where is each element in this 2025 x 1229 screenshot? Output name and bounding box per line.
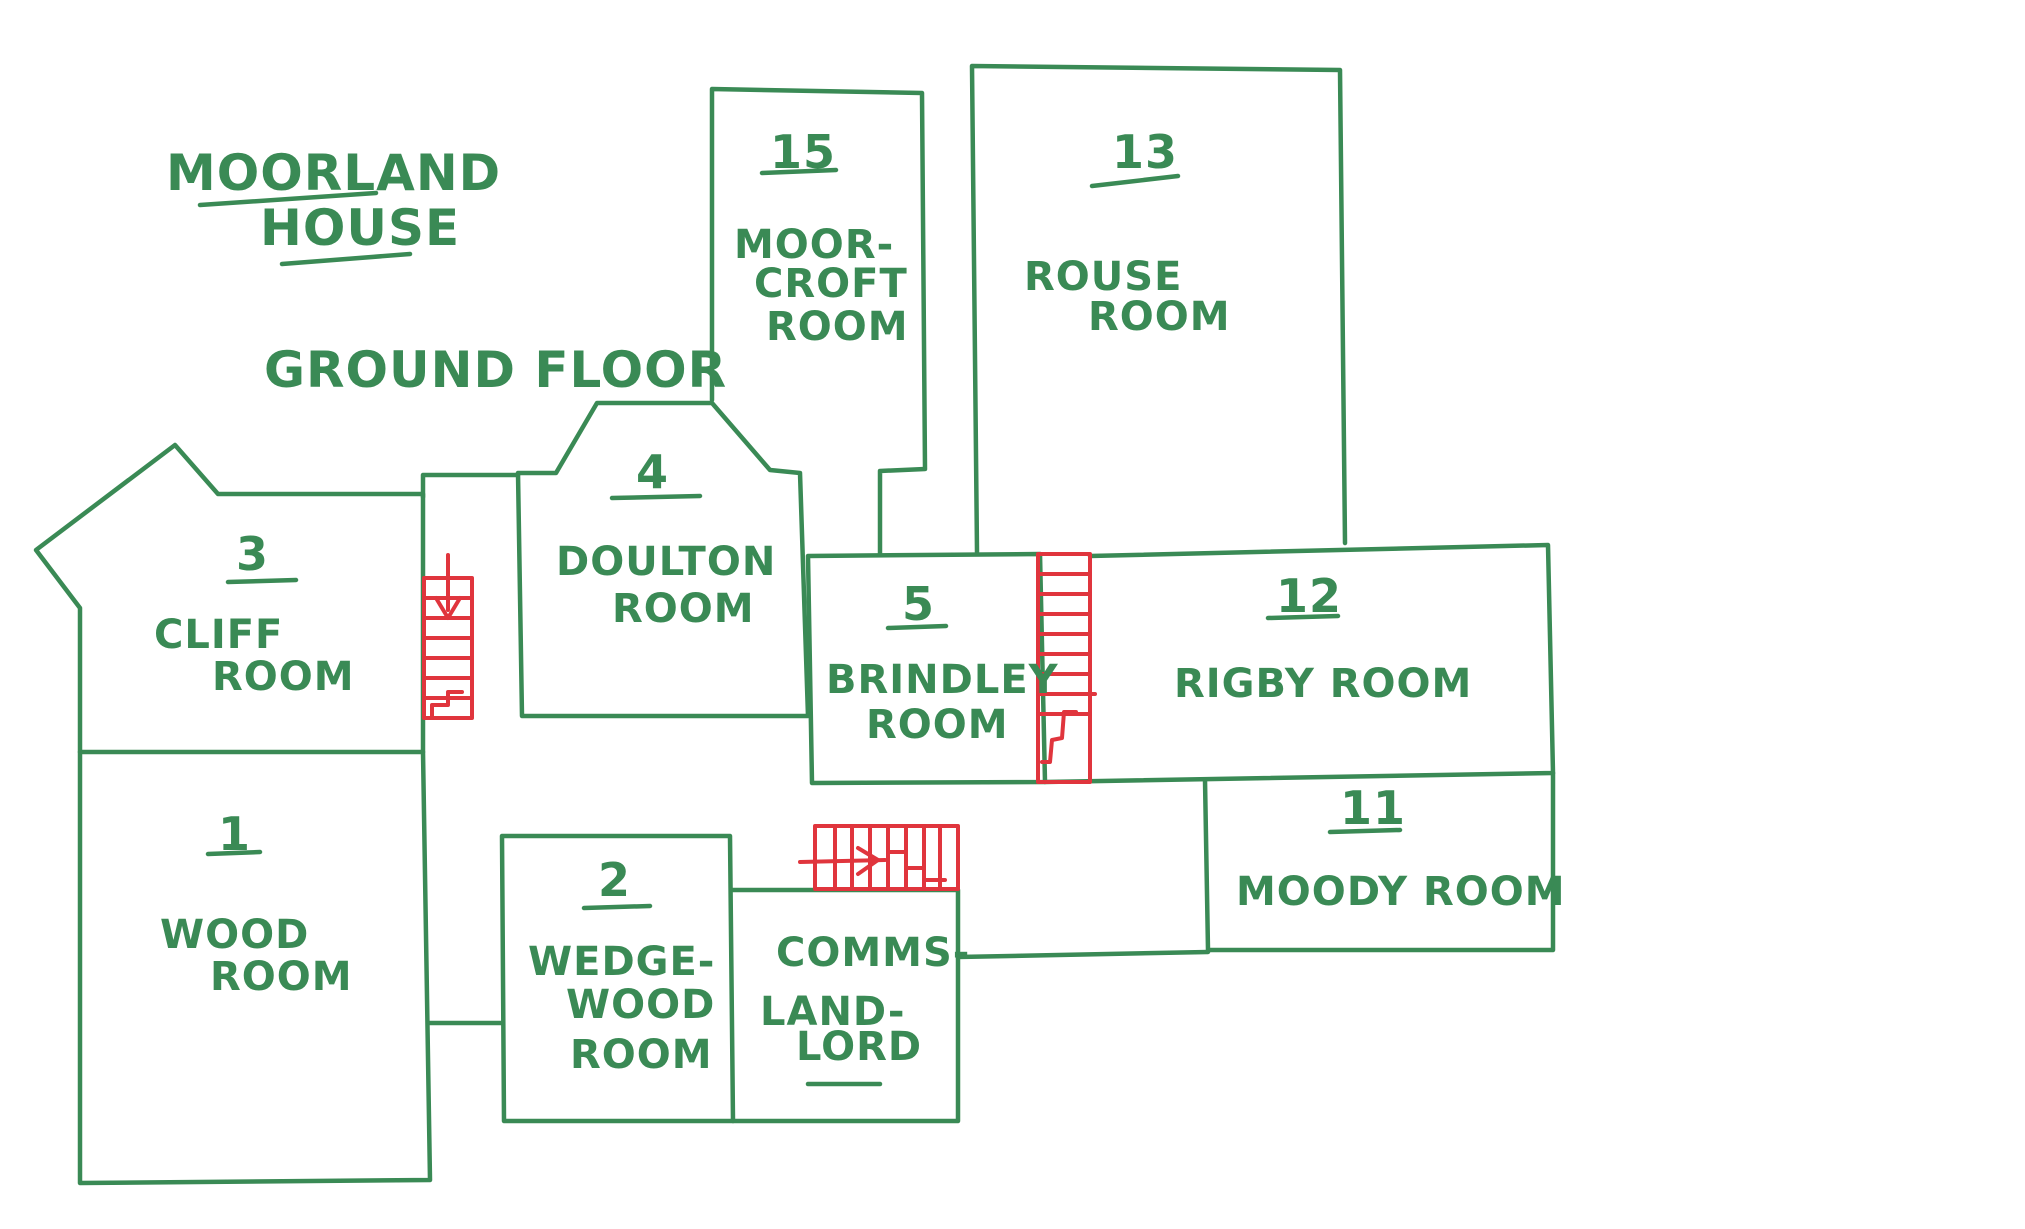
staircase-south bbox=[798, 824, 960, 891]
svg-text:ROOM: ROOM bbox=[612, 586, 755, 632]
svg-text:WOOD: WOOD bbox=[566, 982, 715, 1028]
svg-text:11: 11 bbox=[1340, 781, 1406, 835]
svg-text:13: 13 bbox=[1112, 125, 1178, 179]
room-13-label: 13 ROUSE ROOM bbox=[1024, 125, 1231, 340]
svg-text:3: 3 bbox=[236, 527, 269, 581]
title-line-1: MOORLAND bbox=[166, 144, 501, 202]
svg-text:ROOM: ROOM bbox=[212, 654, 355, 700]
svg-text:LAND-: LAND- bbox=[760, 989, 905, 1035]
staircase-central bbox=[1036, 552, 1097, 784]
svg-text:ROOM: ROOM bbox=[570, 1032, 713, 1078]
room-3-label: 3 CLIFF ROOM bbox=[154, 527, 355, 700]
svg-text:CLIFF: CLIFF bbox=[154, 612, 283, 658]
room-4-label: 4 DOULTON ROOM bbox=[556, 445, 776, 632]
svg-text:ROOM: ROOM bbox=[766, 304, 909, 350]
wall-room-3 bbox=[33, 442, 426, 755]
room-5-label: 5 BRINDLEY ROOM bbox=[826, 577, 1059, 748]
title-underline-1 bbox=[197, 190, 379, 208]
svg-text:WOOD: WOOD bbox=[160, 912, 309, 958]
wall-room-1 bbox=[77, 749, 433, 1186]
svg-text:LORD: LORD bbox=[796, 1024, 922, 1070]
svg-text:DOULTON: DOULTON bbox=[556, 539, 776, 585]
wall-corridor-east bbox=[955, 949, 1211, 960]
svg-text:4: 4 bbox=[636, 445, 669, 499]
svg-text:ROOM: ROOM bbox=[1088, 294, 1231, 340]
room-12-label: 12 RIGBY ROOM bbox=[1174, 569, 1472, 707]
title-underline-2 bbox=[279, 251, 413, 267]
walls bbox=[33, 63, 1556, 1186]
title-line-2: HOUSE bbox=[260, 199, 460, 257]
svg-text:MOODY ROOM: MOODY ROOM bbox=[1236, 869, 1566, 915]
svg-text:MOOR-: MOOR- bbox=[734, 222, 894, 268]
commslandlord-label: COMMS- LAND- LORD bbox=[760, 930, 970, 1087]
svg-text:CROFT: CROFT bbox=[754, 261, 908, 307]
wall-room-4 bbox=[515, 400, 811, 719]
room-15-label: 15 MOOR- CROFT ROOM bbox=[734, 125, 909, 350]
wall-room-15 bbox=[709, 86, 928, 556]
svg-text:2: 2 bbox=[598, 853, 631, 907]
svg-text:5: 5 bbox=[902, 577, 935, 631]
svg-text:COMMS-: COMMS- bbox=[776, 930, 970, 976]
floor-label: GROUND FLOOR bbox=[264, 341, 727, 399]
svg-text:WEDGE-: WEDGE- bbox=[528, 939, 715, 985]
wall-room-12 bbox=[1042, 542, 1556, 785]
staircase-west bbox=[422, 553, 474, 720]
diagram-title: MOORLAND HOUSE bbox=[166, 144, 501, 267]
wall-corridor-west bbox=[420, 472, 521, 500]
svg-text:ROUSE: ROUSE bbox=[1024, 254, 1182, 300]
wall-room-13 bbox=[969, 63, 1348, 555]
svg-text:BRINDLEY: BRINDLEY bbox=[826, 657, 1059, 703]
svg-text:ROOM: ROOM bbox=[210, 954, 353, 1000]
wall-room-11 bbox=[1202, 770, 1556, 953]
svg-text:ROOM: ROOM bbox=[866, 702, 1009, 748]
room-11-label: 11 MOODY ROOM bbox=[1236, 781, 1566, 915]
room-2-label: 2 WEDGE- WOOD ROOM bbox=[528, 853, 715, 1078]
room-1-label: 1 WOOD ROOM bbox=[160, 807, 353, 1000]
svg-text:RIGBY ROOM: RIGBY ROOM bbox=[1174, 661, 1472, 707]
